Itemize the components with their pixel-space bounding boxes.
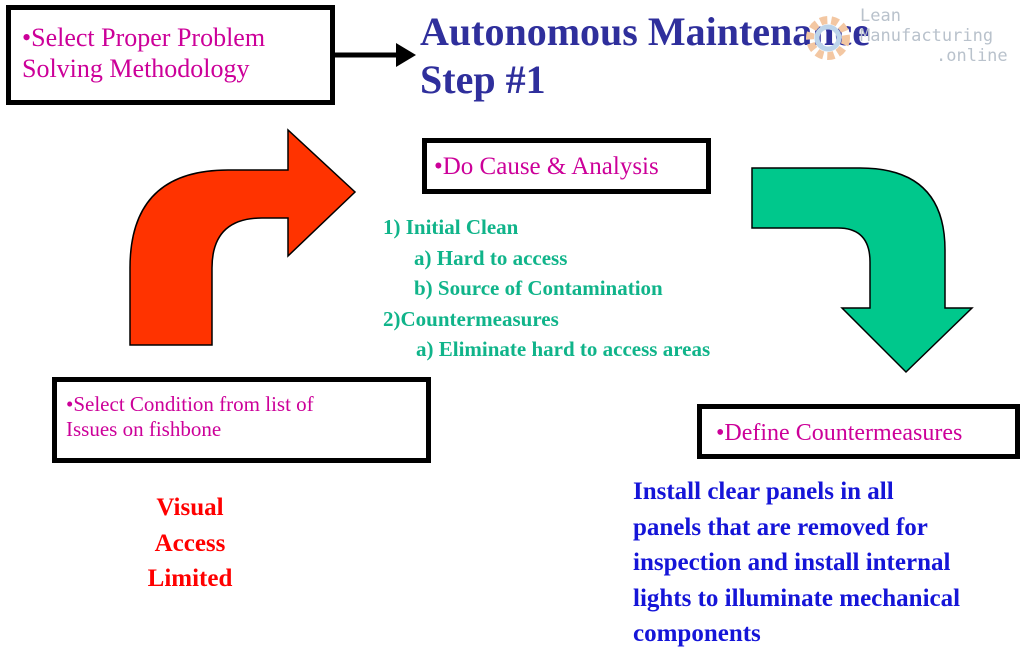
box-do-cause-analysis-text: •Do Cause & Analysis [434,153,659,180]
step-1a: a) Hard to access [414,245,568,270]
connector-arrowhead [396,43,416,67]
box-select-methodology-text: •Select Proper Problem Solving Methodolo… [22,23,266,84]
steps-list: 1) Initial Clean a) Hard to access b) So… [383,212,803,365]
step-2a: a) Eliminate hard to access areas [416,337,711,361]
gear-icon [806,16,850,60]
step-2: 2)Countermeasures [383,306,559,331]
watermark-line2: Manufacturing [860,26,994,46]
solution-text: Install clear panels in all panels that … [633,478,961,647]
box-define-countermeasures: •Define Countermeasures [697,404,1020,459]
box-select-condition-text: •Select Condition from list of Issues on… [66,392,314,442]
red-curved-arrow [129,128,357,346]
step-1b: b) Source of Contamination [414,276,663,300]
step-1: 1) Initial Clean [383,215,519,239]
green-curved-arrow [751,167,974,374]
box-select-methodology: •Select Proper Problem Solving Methodolo… [6,5,335,105]
page-title: Autonomous Maintenance Step #1 [420,9,871,102]
box-do-cause-analysis: •Do Cause & Analysis [422,138,711,194]
watermark-line3: .online [936,46,1008,66]
box-define-countermeasures-text: •Define Countermeasures [716,420,963,446]
watermark-logo: Lean Manufacturing .online [798,6,1018,70]
box-select-condition: •Select Condition from list of Issues on… [52,377,431,463]
watermark-line1: Lean [860,6,901,26]
visual-access-limited: Visual Access Limited [147,494,233,592]
